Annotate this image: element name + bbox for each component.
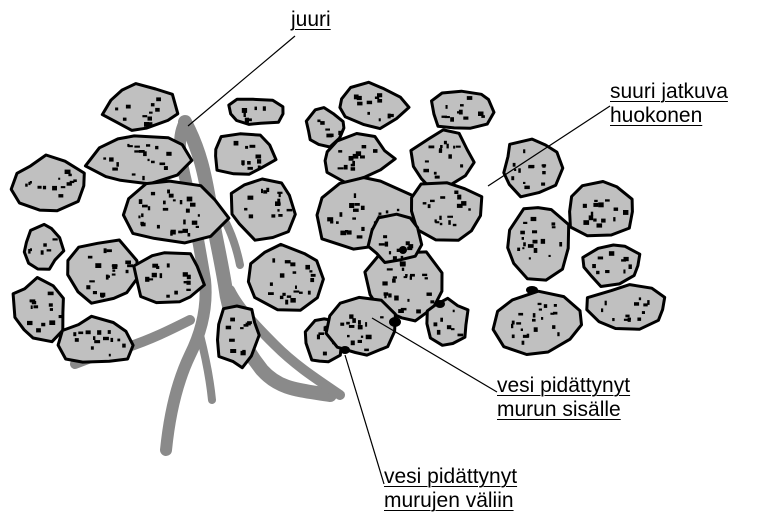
label-root-text: juuri: [291, 8, 331, 32]
soil-crumb: [24, 224, 64, 269]
soil-crumb: [411, 130, 474, 188]
label-water-between-line2: murujen väliin: [384, 489, 517, 513]
water-spot: [389, 317, 401, 327]
soil-crumb: [412, 183, 482, 241]
soil-crumb: [102, 84, 178, 131]
water-spot: [435, 300, 445, 308]
label-water-inside-crumb: vesi pidättynyt murun sisälle: [497, 374, 630, 422]
soil-crumb: [231, 179, 295, 240]
water-spot: [399, 246, 407, 254]
soil-crumb: [85, 136, 191, 184]
label-water-between-line1: vesi pidättynyt: [384, 465, 517, 489]
soil-crumb: [570, 182, 633, 236]
soil-crumb: [13, 278, 63, 342]
soil-crumb: [58, 316, 133, 362]
root-branch: [200, 335, 212, 400]
soil-crumb: [340, 82, 409, 128]
soil-crumb: [504, 139, 563, 197]
label-continuous-pore: suuri jatkuva huokonen: [610, 80, 728, 128]
soil-crumb: [229, 99, 283, 124]
label-continuous-pore-line1: suuri jatkuva: [610, 80, 728, 104]
soil-crumb: [427, 298, 468, 345]
soil-crumb: [368, 214, 422, 262]
label-water-between-crumbs: vesi pidättynyt murujen väliin: [384, 465, 517, 513]
soil-crumb: [493, 291, 581, 354]
soil-crumb: [432, 91, 495, 128]
soil-crumb: [587, 285, 665, 330]
soil-crumb: [508, 208, 569, 281]
soil-crumb: [325, 134, 395, 184]
soil-crumb: [583, 245, 640, 287]
label-continuous-pore-line2: huokonen: [610, 104, 728, 128]
water-spot: [526, 286, 538, 294]
label-water-inside-line1: vesi pidättynyt: [497, 374, 630, 398]
soil-crumbs: [11, 82, 665, 367]
soil-crumb: [248, 244, 323, 310]
soil-crumb: [68, 240, 138, 303]
soil-crumb: [134, 253, 205, 303]
soil-crumb: [11, 155, 84, 211]
soil-crumb: [216, 134, 276, 175]
water-spot: [340, 346, 350, 354]
leader-line: [345, 355, 384, 484]
label-root: juuri: [291, 8, 331, 32]
label-water-inside-line2: murun sisälle: [497, 398, 630, 422]
